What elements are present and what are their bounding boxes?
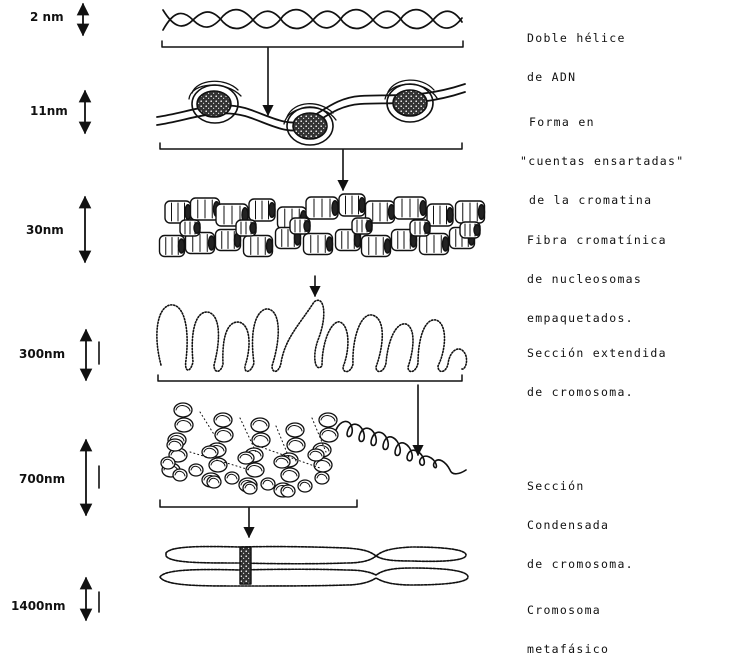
- fiber-nucleosome: [456, 201, 485, 223]
- fiber-nucleosome: [290, 218, 310, 234]
- fiber-nucleosome: [191, 198, 220, 220]
- fiber-nucleosome: [427, 204, 453, 226]
- nucleosome-1: [189, 81, 241, 123]
- fiber-nucleosome: [249, 199, 275, 221]
- beads-on-string: [157, 80, 465, 149]
- fiber-nucleosome: [339, 194, 365, 216]
- metaphase-chromosome: [160, 547, 468, 586]
- condensed-chromosome-section: [161, 403, 466, 497]
- dna-double-helix: [162, 10, 463, 47]
- scale-arrows: [83, 4, 86, 620]
- extended-chromosome-section: [157, 300, 467, 381]
- fiber-nucleosome: [460, 222, 480, 238]
- fiber-nucleosome: [180, 220, 200, 236]
- fiber-nucleosome: [244, 236, 273, 257]
- fiber-nucleosome: [160, 236, 185, 257]
- fiber-nucleosome: [306, 197, 338, 219]
- fiber-nucleosome: [410, 220, 430, 236]
- fiber-nucleosome: [352, 218, 372, 234]
- description-metaphase-line-2: metafásico: [527, 643, 609, 656]
- fiber-nucleosome: [362, 236, 391, 257]
- chromatin-packing-diagram: [0, 0, 751, 625]
- chromatin-fiber-30nm: [160, 194, 485, 257]
- condensed-fiber-tail: [336, 421, 466, 473]
- nucleosome-2: [284, 104, 336, 145]
- fiber-nucleosome: [304, 234, 333, 255]
- fiber-nucleosome: [394, 197, 426, 219]
- centromere-band: [240, 547, 251, 584]
- fiber-nucleosome: [236, 220, 256, 236]
